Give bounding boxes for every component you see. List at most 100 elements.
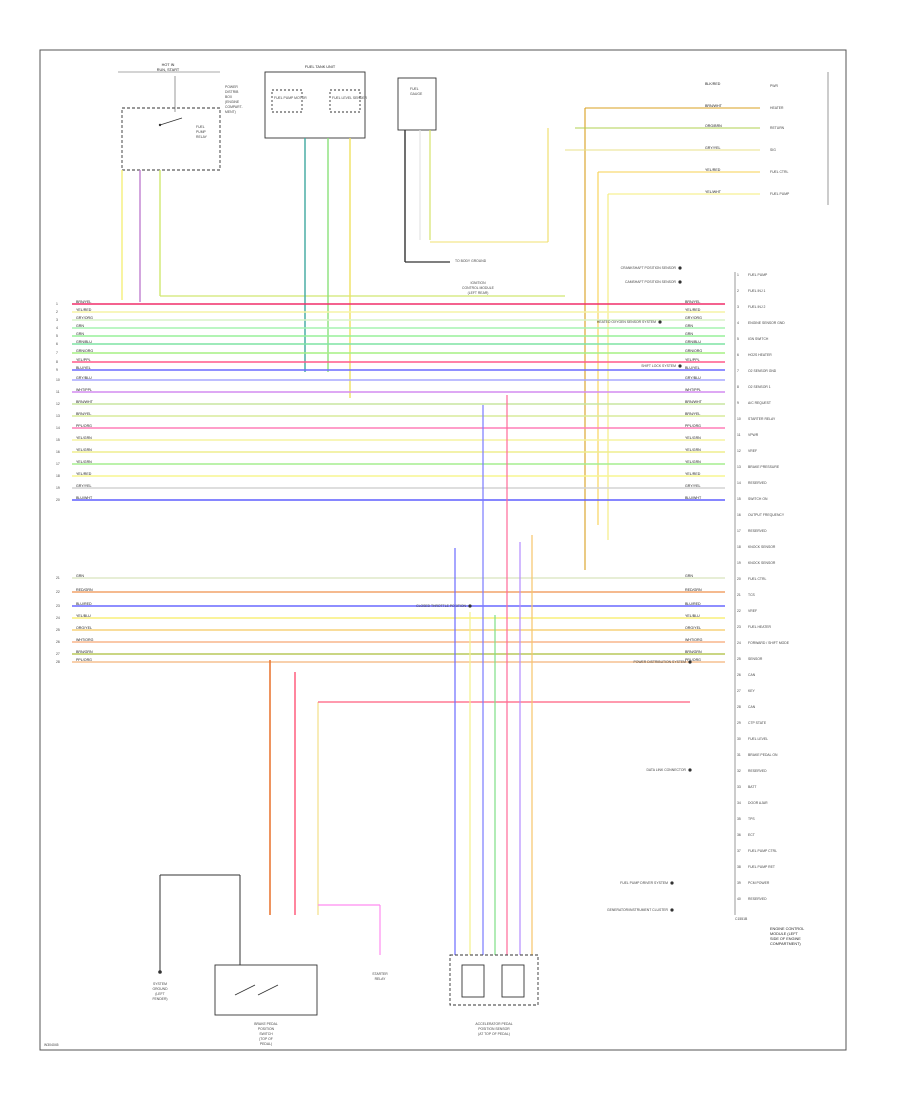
ecm-pin-number: 2: [737, 289, 739, 293]
brake-switch-line-2: SWITCH: [259, 1032, 273, 1036]
wire-color-label-right: YEL/PPL: [685, 358, 700, 362]
module-ref-0: IGNITION: [470, 281, 486, 285]
brake-switch-line-3: (TOP OF: [259, 1037, 273, 1041]
reference-marker: CLOSED THROTTLE POSITION: [416, 604, 472, 608]
wire-color-label-right: ORG/YEL: [685, 626, 701, 630]
ecm-pin-function: FUEL LEVEL: [748, 737, 768, 741]
ecm-pin-number: 39: [737, 881, 741, 885]
wire-color-label: GRY/YEL: [76, 484, 92, 488]
pdb-line-0: POWER: [225, 85, 238, 89]
ecm-pin-function: CAN: [748, 705, 756, 709]
ecm-pin: 33 BATT: [737, 785, 756, 789]
ecm-pin-number: 40: [737, 897, 741, 901]
wire-pin-number: 6: [56, 342, 58, 346]
fuel-tank-unit-title: FUEL TANK UNIT: [305, 65, 336, 69]
wire-color-label-right: GRN/ORG: [685, 349, 702, 353]
ecm-pin-number: 33: [737, 785, 741, 789]
wire-pin-number: 12: [56, 402, 60, 406]
ecm-pin-function: VREF: [748, 449, 757, 453]
wire-color-label: YEL/RED: [76, 308, 92, 312]
ecm-line-0: ENGINE CONTROL: [770, 927, 804, 931]
ecm-pin-function: OUTPUT FREQUENCY: [748, 513, 785, 517]
wire-color-label-right: BLU/RED: [685, 602, 701, 606]
relay-line-2: RELAY: [196, 135, 208, 139]
reference-star-icon: [468, 604, 472, 608]
wire-pin-number: 19: [56, 486, 60, 490]
ecm-pin-number: 18: [737, 545, 741, 549]
reference-label: CAMSHAFT POSITION SENSOR: [625, 280, 677, 284]
wire-color-label-right: GRY/ORG: [685, 316, 702, 320]
ecm-pin: 18 KNOCK SENSOR: [737, 545, 776, 549]
ecm-pin-number: 28: [737, 705, 741, 709]
top-wire-color-label: YEL/WHT: [705, 190, 722, 194]
wire-color-label: YEL/BLU: [76, 614, 91, 618]
wire-pin-number: 21: [56, 576, 60, 580]
wire-color-label: PPL/ORG: [76, 424, 92, 428]
wire-color-label: YEL/RED: [76, 472, 92, 476]
ground-line-2: (LEFT: [155, 992, 164, 996]
ecm-pin-function: RESERVED: [748, 769, 767, 773]
pdb-line-4: COMPART-: [225, 105, 243, 109]
ecm-pin-function: KNOCK SENSOR: [748, 545, 776, 549]
pdb-line-1: DISTRIB: [225, 90, 239, 94]
relay-line-0: FUEL: [196, 125, 205, 129]
ecm-pin-number: 29: [737, 721, 741, 725]
wire-pin-number: 24: [56, 616, 60, 620]
wire-color-label-right: YEL/GRN: [685, 448, 701, 452]
ecm-pin-function: BATT: [748, 785, 756, 789]
pdb-line-3: (ENGINE: [225, 100, 240, 104]
wire-color-label: GRY/BLU: [76, 376, 92, 380]
ecm-pin-function: VREF: [748, 609, 757, 613]
ecm-pin-number: 38: [737, 865, 741, 869]
ecm-pin-function: FUEL PUMP RET: [748, 865, 775, 869]
ecm-label: ENGINE CONTROL MODULE (LEFT SIDE OF ENGI…: [735, 917, 804, 946]
ecm-pin-function: TCS: [748, 593, 756, 597]
wire-color-label: BRN/YEL: [76, 412, 91, 416]
ecm-pin-number: 17: [737, 529, 741, 533]
wire-pin-number: 16: [56, 450, 60, 454]
fuel-tank-unit: FUEL TANK UNIT FUEL PUMP MOTOR FUEL LEVE…: [264, 65, 495, 295]
wire-color-label: BLU/RED: [76, 602, 92, 606]
wire-pin-number: 10: [56, 378, 60, 382]
reference-marker: CAMSHAFT POSITION SENSOR: [625, 280, 682, 284]
wire-color-label-right: GRN: [685, 324, 693, 328]
accelerator-pedal-sensor: ACCELERATOR PEDAL POSITION SENSOR (AT TO…: [449, 954, 539, 1036]
wire-pin-number: 3: [56, 318, 58, 322]
ecm-pin: 28 CAN: [737, 705, 756, 709]
wire-color-label-right: RED/GRN: [685, 588, 702, 592]
wire-color-label-right: YEL/GRN: [685, 460, 701, 464]
ecm-pin-function: BRAKE PRESSURE: [748, 465, 780, 469]
ecm-line-1: MODULE (LEFT: [770, 932, 799, 936]
wire-pin-number: 25: [56, 628, 60, 632]
fuse-block-title: HOT IN: [162, 63, 175, 67]
ecm-pin-function: SENSOR: [748, 657, 763, 661]
ground-line-3: FENDER): [152, 997, 167, 1001]
acc-pedal-line-0: ACCELERATOR PEDAL: [475, 1022, 512, 1026]
